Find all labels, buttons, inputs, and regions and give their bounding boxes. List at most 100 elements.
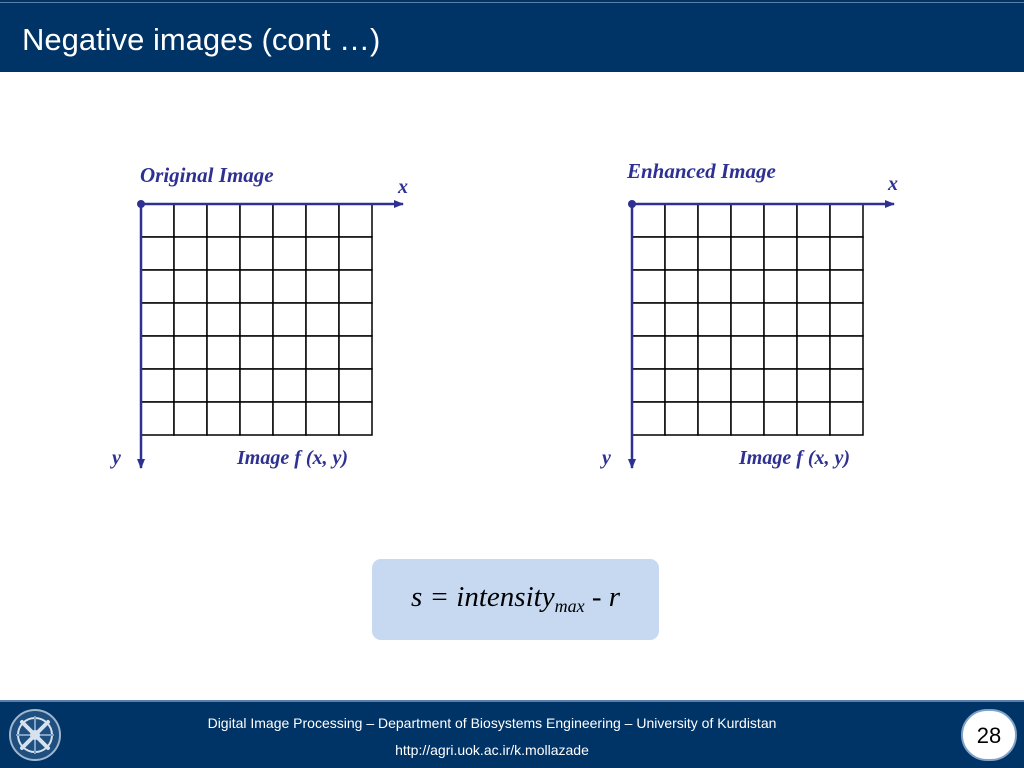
grid-cell	[206, 401, 241, 436]
original-image-heading: Original Image	[140, 163, 274, 187]
grid-cell	[173, 401, 208, 436]
grid-cell	[829, 302, 864, 337]
grid-cell	[730, 302, 765, 337]
diagram-canvas: Original Image x y Image f (x, y) Enhanc…	[110, 159, 898, 469]
title-bar: Negative images (cont …)	[0, 0, 1024, 72]
enhanced-image-caption: Image f (x, y)	[738, 447, 850, 469]
grid-cell	[664, 401, 699, 436]
grid-cell	[664, 236, 699, 271]
grid-cell	[697, 401, 732, 436]
grid-cell	[173, 302, 208, 337]
grid-cell	[664, 335, 699, 370]
grid-cell	[697, 368, 732, 403]
grid-cell	[140, 335, 175, 370]
grid-cell	[338, 269, 373, 304]
grid-cell	[631, 236, 666, 271]
enhanced-image-diagram: Enhanced Image x y Image f (x, y)	[600, 159, 898, 469]
grid-cell	[829, 203, 864, 238]
grid-cell	[272, 302, 307, 337]
grid-cell	[664, 203, 699, 238]
grid-cell	[829, 269, 864, 304]
grid-cell	[140, 236, 175, 271]
grid-cell	[697, 335, 732, 370]
grid-cell	[239, 335, 274, 370]
grid-cell	[305, 302, 340, 337]
grid-cell	[272, 203, 307, 238]
formula-box: s = intensitymax - r	[372, 559, 659, 640]
grid-cell	[730, 203, 765, 238]
grid-cell	[631, 203, 666, 238]
footer-course-line: Digital Image Processing – Department of…	[207, 715, 777, 731]
grid-cell	[763, 302, 798, 337]
enhanced-x-label: x	[887, 173, 898, 195]
grid-cell	[239, 236, 274, 271]
grid-cell	[206, 269, 241, 304]
grid-cell	[796, 203, 831, 238]
grid-cell	[730, 401, 765, 436]
grid-cell	[796, 236, 831, 271]
grid-cell	[631, 269, 666, 304]
grid-cell	[763, 368, 798, 403]
grid-cell	[140, 269, 175, 304]
grid-cell	[664, 302, 699, 337]
original-image-caption: Image f (x, y)	[236, 447, 348, 469]
footer-divider	[0, 700, 1024, 702]
original-image-grid	[140, 203, 373, 436]
footer-bar: Digital Image Processing – Department of…	[0, 700, 1024, 768]
grid-cell	[829, 335, 864, 370]
grid-cell	[664, 368, 699, 403]
enhanced-image-heading: Enhanced Image	[626, 159, 776, 183]
grid-cell	[763, 269, 798, 304]
grid-cell	[140, 368, 175, 403]
grid-cell	[206, 203, 241, 238]
grid-cell	[206, 368, 241, 403]
university-logo-icon	[9, 709, 61, 761]
grid-cell	[763, 236, 798, 271]
enhanced-origin-dot	[628, 200, 636, 208]
grid-cell	[763, 203, 798, 238]
grid-cell	[631, 401, 666, 436]
footer-url[interactable]: http://agri.uok.ac.ir/k.mollazade	[395, 742, 589, 758]
grid-cell	[338, 236, 373, 271]
page-number-badge: 28	[961, 709, 1017, 761]
grid-cell	[631, 335, 666, 370]
grid-cell	[697, 302, 732, 337]
grid-cell	[796, 368, 831, 403]
formula-main: s = intensity	[410, 581, 555, 613]
grid-cell	[338, 335, 373, 370]
grid-cell	[173, 368, 208, 403]
grid-cell	[796, 335, 831, 370]
grid-cell	[305, 368, 340, 403]
grid-cell	[796, 269, 831, 304]
grid-cell	[796, 302, 831, 337]
grid-cell	[829, 236, 864, 271]
grid-cell	[239, 401, 274, 436]
grid-cell	[763, 335, 798, 370]
grid-cell	[730, 236, 765, 271]
grid-cell	[763, 401, 798, 436]
grid-cell	[305, 203, 340, 238]
grid-cell	[239, 269, 274, 304]
grid-cell	[730, 269, 765, 304]
grid-cell	[173, 203, 208, 238]
grid-cell	[829, 401, 864, 436]
grid-cell	[338, 368, 373, 403]
slide-title: Negative images (cont …)	[22, 22, 381, 57]
grid-cell	[305, 335, 340, 370]
grid-cell	[796, 401, 831, 436]
grid-cell	[338, 401, 373, 436]
page-number: 28	[976, 723, 1002, 748]
grid-cell	[305, 269, 340, 304]
grid-cell	[730, 368, 765, 403]
original-image-diagram: Original Image x y Image f (x, y)	[110, 163, 408, 469]
grid-cell	[697, 203, 732, 238]
grid-cell	[140, 203, 175, 238]
grid-cell	[206, 236, 241, 271]
formula-subscript: max	[554, 596, 585, 616]
grid-cell	[631, 302, 666, 337]
grid-cell	[272, 236, 307, 271]
grid-cell	[338, 302, 373, 337]
grid-cell	[272, 335, 307, 370]
grid-cell	[664, 269, 699, 304]
grid-cell	[305, 236, 340, 271]
